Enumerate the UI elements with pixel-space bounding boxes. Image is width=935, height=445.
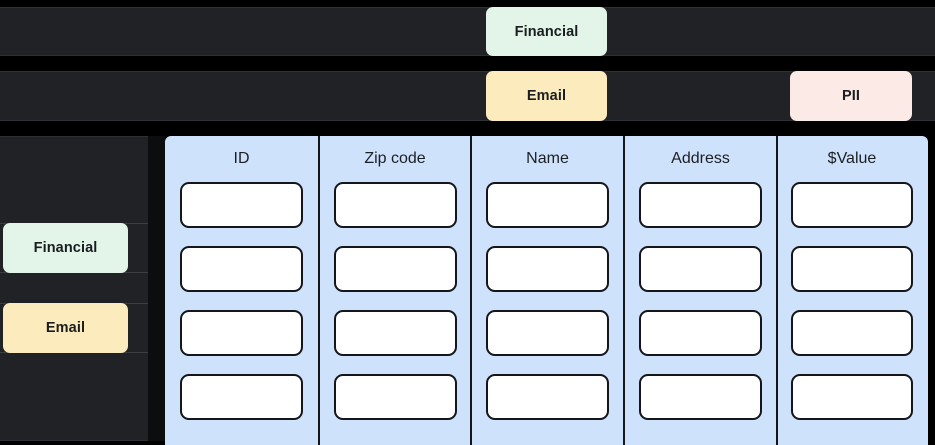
column-header-name: Name	[526, 150, 569, 167]
table-column-id: ID	[165, 136, 318, 445]
data-table: ID Zip code Name Address	[165, 136, 928, 445]
table-cell[interactable]	[486, 374, 609, 420]
column-header-id: ID	[233, 150, 250, 167]
tag-bar-row-1	[0, 7, 935, 56]
table-cell[interactable]	[791, 246, 913, 292]
table-column-name: Name	[470, 136, 623, 445]
table-cell[interactable]	[180, 374, 303, 420]
table-cell[interactable]	[180, 182, 303, 228]
table-cell[interactable]	[639, 182, 762, 228]
table-column-value: $Value	[776, 136, 926, 445]
tag-pii-row2[interactable]: PII	[790, 71, 912, 121]
tag-email-row2[interactable]: Email	[486, 71, 607, 121]
table-cell[interactable]	[791, 374, 913, 420]
table-cell[interactable]	[639, 246, 762, 292]
table-cell[interactable]	[486, 182, 609, 228]
table-cell[interactable]	[180, 310, 303, 356]
sidebar-panel	[0, 136, 148, 441]
table-column-zip-code: Zip code	[318, 136, 470, 445]
column-header-value: $Value	[827, 150, 877, 167]
table-cell[interactable]	[486, 310, 609, 356]
column-header-zip-code: Zip code	[364, 150, 426, 167]
table-column-address: Address	[623, 136, 776, 445]
sidebar-table-gap	[148, 136, 165, 441]
column-header-address: Address	[671, 150, 730, 167]
table-cell[interactable]	[791, 182, 913, 228]
table-cell[interactable]	[333, 310, 457, 356]
table-cell[interactable]	[791, 310, 913, 356]
sidebar-item-email[interactable]: Email	[3, 303, 128, 353]
table-cell[interactable]	[333, 374, 457, 420]
table-cell[interactable]	[333, 182, 457, 228]
table-cell[interactable]	[639, 374, 762, 420]
table-cell[interactable]	[486, 246, 609, 292]
table-cell[interactable]	[639, 310, 762, 356]
table-cell[interactable]	[180, 246, 303, 292]
table-cell[interactable]	[333, 246, 457, 292]
tag-bar-row-2	[0, 71, 935, 121]
sidebar-item-financial[interactable]: Financial	[3, 223, 128, 273]
tag-financial-row1[interactable]: Financial	[486, 7, 607, 56]
